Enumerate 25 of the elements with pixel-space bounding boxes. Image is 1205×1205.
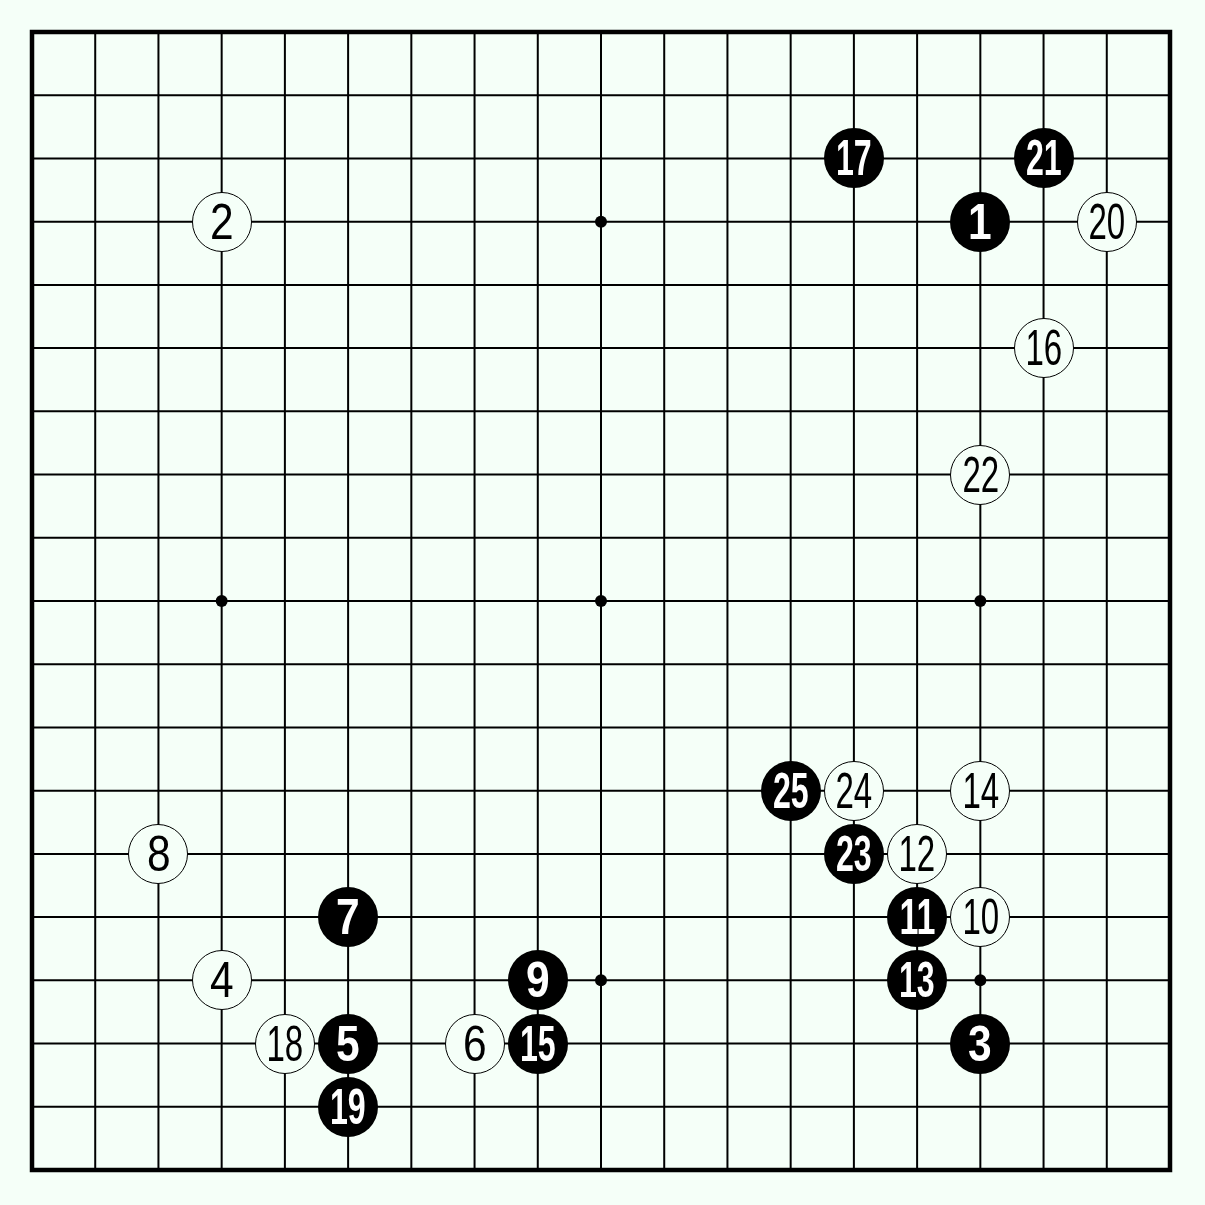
move-number: 22 [961, 449, 999, 500]
move-number: 7 [336, 892, 360, 943]
move-number: 2 [209, 196, 234, 247]
move-number: 10 [961, 892, 999, 943]
move-number: 3 [968, 1018, 993, 1069]
move-number: 20 [1088, 196, 1126, 247]
move-number: 5 [336, 1018, 360, 1069]
move-number: 16 [1025, 323, 1062, 374]
move-number: 1 [968, 196, 993, 247]
move-number: 24 [835, 765, 873, 816]
move-number: 9 [525, 955, 550, 1006]
move-number: 17 [836, 133, 872, 184]
move-number: 23 [836, 828, 872, 879]
move-number: 11 [899, 892, 936, 943]
move-number: 19 [330, 1081, 366, 1132]
move-number: 14 [961, 765, 999, 816]
move-number: 4 [209, 955, 234, 1006]
move-number: 18 [266, 1018, 304, 1069]
move-number: 12 [898, 828, 936, 879]
move-number: 8 [146, 828, 171, 879]
move-number: 13 [899, 955, 935, 1006]
move-number: 15 [519, 1018, 556, 1069]
move-number: 6 [462, 1018, 487, 1069]
move-number: 25 [772, 765, 809, 816]
move-number: 21 [1025, 133, 1062, 184]
